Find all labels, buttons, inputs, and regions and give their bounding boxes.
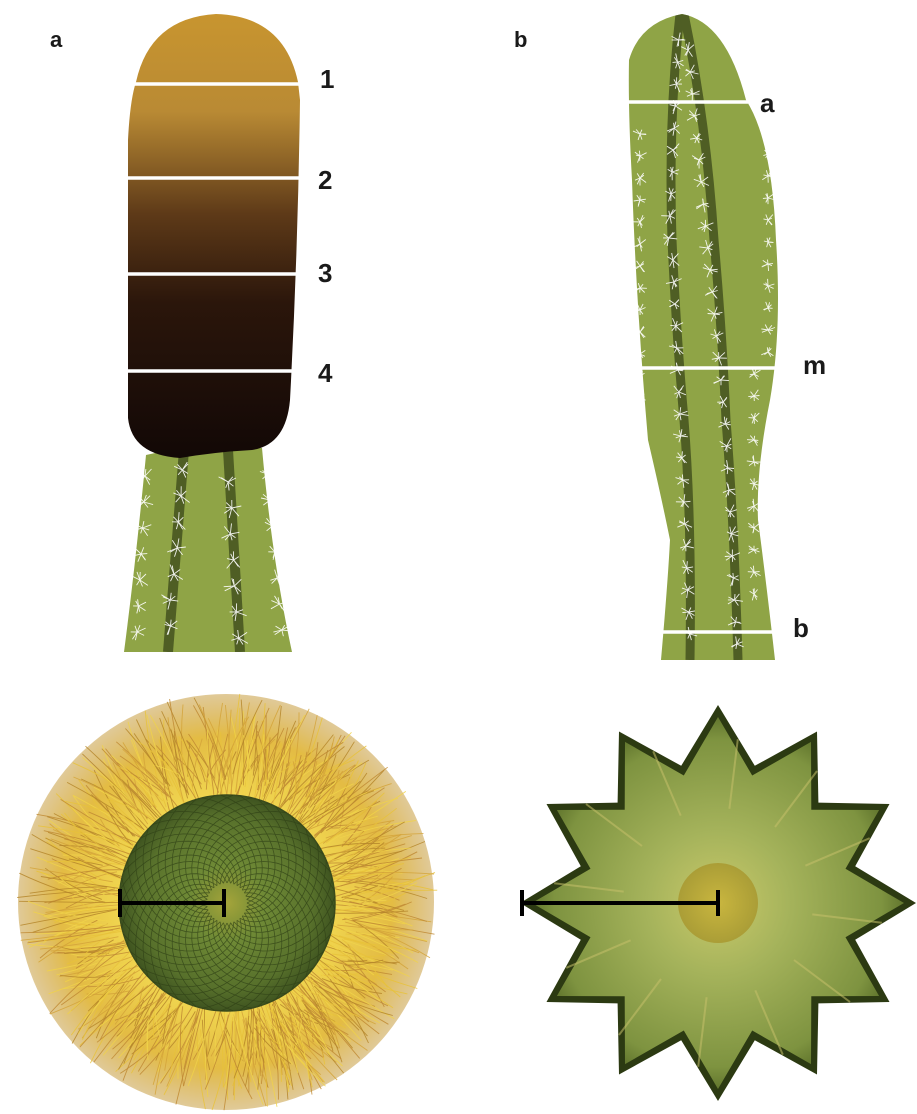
segment-label-m: m [803, 350, 826, 380]
panel-b: b a m b [514, 14, 826, 660]
segment-label-3: 3 [318, 258, 332, 288]
stem-a [124, 445, 292, 652]
segment-label-4: 4 [318, 358, 333, 388]
segment-label-2: 2 [318, 165, 332, 195]
cephalium-a [128, 14, 300, 458]
panel-a-label: a [50, 27, 63, 52]
segment-label-a: a [760, 88, 775, 118]
cephalium-top-view [17, 694, 437, 1110]
stem-cross-section [520, 705, 916, 1101]
panel-b-label: b [514, 27, 527, 52]
panel-a: a 1 2 3 4 [50, 14, 334, 652]
segment-label-1: 1 [320, 64, 334, 94]
segment-label-b: b [793, 613, 809, 643]
